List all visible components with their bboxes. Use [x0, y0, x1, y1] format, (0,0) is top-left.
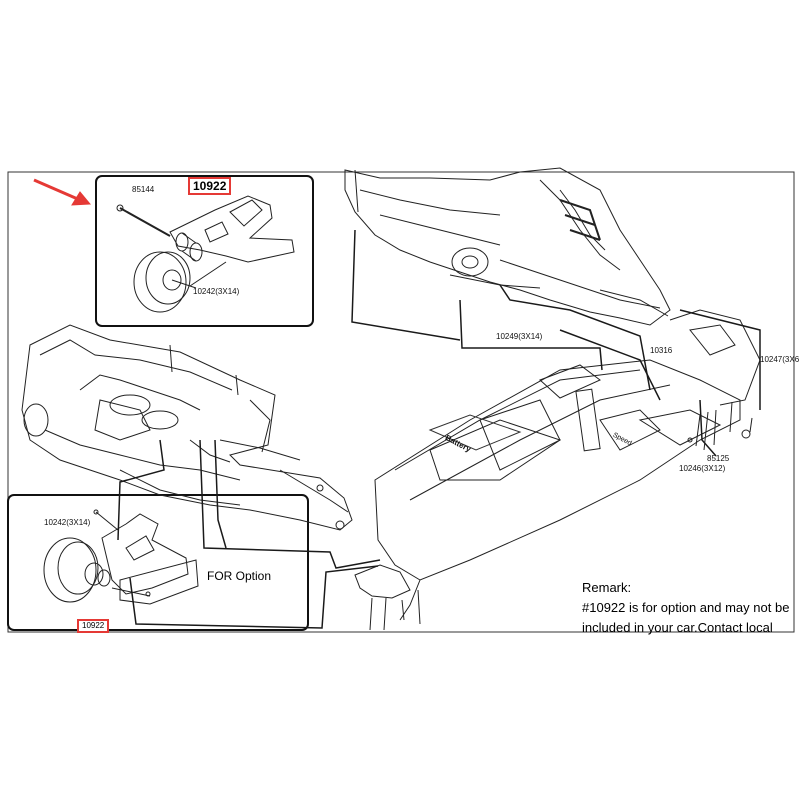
remark-line-1: #10922 is for option and may not be [582, 600, 790, 615]
screws-right [687, 401, 753, 451]
main-chassis [374, 309, 761, 621]
left-detail-parts [43, 509, 199, 605]
page-frame [7, 171, 795, 633]
for-option-label: FOR Option [207, 569, 272, 583]
left-detail-box [7, 494, 309, 631]
label-85125: 85125 [707, 454, 730, 463]
left-detail-part-id: 10922 [77, 619, 110, 633]
label-10316: 10316 [650, 346, 673, 355]
arrow-top [33, 178, 92, 206]
rear-chassis [21, 324, 353, 531]
remark-line-2: included in your car.Contact local [582, 620, 773, 635]
top-detail-parts [116, 195, 295, 313]
center-bracket [354, 564, 421, 631]
label-10246: 10246(3X12) [679, 464, 726, 473]
label-10242-top: 10242(3X14) [193, 287, 240, 296]
battery-area [428, 414, 522, 451]
label-10249: 10249(3X14) [496, 332, 543, 341]
front-suspension [344, 167, 671, 326]
remark-block: Remark: #10922 is for option and may not… [582, 578, 798, 638]
top-detail-part-id: 10922 [188, 177, 232, 195]
remark-title: Remark: [582, 580, 632, 595]
label-85144: 85144 [132, 185, 155, 194]
label-10242-left: 10242(3X14) [44, 518, 91, 527]
label-10247: 10247(3X6 [760, 355, 800, 364]
connector-lines [117, 229, 761, 629]
